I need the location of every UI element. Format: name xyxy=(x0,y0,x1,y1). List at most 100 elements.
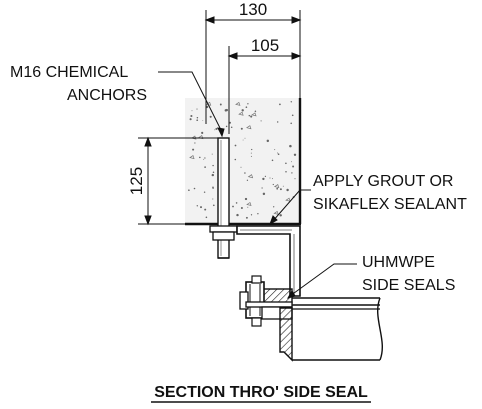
concrete-speck xyxy=(248,114,251,117)
concrete-speck xyxy=(232,205,234,208)
concrete-aggregate xyxy=(247,174,254,179)
concrete-speck xyxy=(219,103,222,106)
section-title: SECTION THRO' SIDE SEAL xyxy=(154,384,368,401)
concrete-speck xyxy=(279,103,281,106)
concrete-speck xyxy=(211,173,214,177)
concrete-aggregate xyxy=(238,111,244,116)
concrete-speck xyxy=(229,121,231,124)
concrete-speck xyxy=(191,110,193,112)
dimension-105-text: 105 xyxy=(251,36,279,55)
concrete-speck xyxy=(190,114,193,118)
concrete-speck xyxy=(212,186,214,189)
concrete-speck xyxy=(257,213,259,215)
concrete-speck xyxy=(289,144,292,148)
concrete-speck xyxy=(215,127,218,130)
leader-grout xyxy=(269,189,311,226)
concrete-speck xyxy=(212,198,214,200)
seals-label-line1: UHMWPE xyxy=(362,254,435,271)
concrete-speck xyxy=(244,137,246,139)
concrete-speck xyxy=(225,108,228,112)
concrete-speck xyxy=(214,129,216,131)
grout-label-line1: APPLY GROUT OR xyxy=(313,173,453,190)
concrete-speck xyxy=(282,185,284,187)
concrete-speck xyxy=(204,208,207,211)
concrete-speck xyxy=(196,119,199,122)
concrete-speck xyxy=(212,164,214,167)
concrete-speck xyxy=(202,120,204,121)
concrete-speck xyxy=(199,156,201,159)
concrete-speck xyxy=(261,187,263,189)
concrete-speck xyxy=(242,139,244,141)
concrete-speck xyxy=(230,126,233,129)
concrete-speck xyxy=(260,120,262,122)
concrete-speck xyxy=(200,206,202,209)
concrete-speck xyxy=(276,121,279,123)
concrete-speck xyxy=(286,188,289,192)
concrete-speck xyxy=(277,153,280,155)
concrete-aggregate xyxy=(189,155,195,160)
concrete-speck xyxy=(271,178,273,180)
concrete-speck xyxy=(279,188,282,191)
dimension-105 xyxy=(227,46,302,134)
concrete-speck xyxy=(245,106,248,109)
concrete-speck xyxy=(189,118,192,121)
anchor-bolt xyxy=(209,137,238,259)
concrete-speck xyxy=(240,206,243,210)
concrete-speck xyxy=(273,206,275,208)
concrete-speck xyxy=(264,175,267,178)
concrete-speck xyxy=(271,159,274,162)
concrete-speck xyxy=(290,122,292,125)
concrete-speck xyxy=(250,214,253,216)
concrete-speck xyxy=(212,171,215,173)
concrete-speck xyxy=(285,162,287,165)
concrete-block xyxy=(185,98,302,226)
dimension-125 xyxy=(138,136,218,226)
concrete-aggregate xyxy=(251,112,257,117)
concrete-speck xyxy=(250,152,252,154)
concrete-aggregate xyxy=(273,184,280,189)
concrete-speck xyxy=(204,166,206,168)
concrete-speck xyxy=(205,216,208,219)
dimension-125-text: 125 xyxy=(127,167,146,195)
concrete-speck xyxy=(293,153,297,156)
seals-label-line2: SIDE SEALS xyxy=(362,277,455,294)
concrete-speck xyxy=(240,166,242,168)
concrete-speck xyxy=(225,125,228,128)
concrete-speck xyxy=(196,205,199,207)
concrete-aggregate xyxy=(246,125,252,130)
concrete-aggregate xyxy=(273,210,279,215)
leader-seals xyxy=(286,263,357,299)
concrete-speck xyxy=(236,213,239,217)
grout-label-line2: SIKAFLEX SEALANT xyxy=(313,196,467,213)
concrete-speck xyxy=(212,204,215,207)
concrete-speck xyxy=(247,103,249,105)
anchors-label-line2: ANCHORS xyxy=(67,87,147,104)
concrete-speck xyxy=(188,189,190,192)
concrete-speck xyxy=(247,206,249,208)
concrete-speck xyxy=(291,114,294,117)
concrete-speck xyxy=(285,170,287,173)
concrete-speck xyxy=(193,187,196,190)
concrete-speck xyxy=(292,165,295,168)
concrete-speck xyxy=(272,183,274,186)
concrete-speck xyxy=(291,161,293,163)
concrete-speck xyxy=(196,116,199,119)
concrete-speck xyxy=(251,148,253,151)
concrete-speck xyxy=(204,157,206,159)
dimension-130-text: 130 xyxy=(239,0,267,19)
concrete-speck xyxy=(266,139,270,143)
concrete-speck xyxy=(250,115,253,118)
concrete-speck xyxy=(211,153,213,155)
concrete-speck xyxy=(234,144,237,147)
concrete-speck xyxy=(192,148,195,151)
concrete-speck xyxy=(203,158,205,160)
concrete-speck xyxy=(291,172,293,174)
concrete-speck xyxy=(244,172,246,174)
concrete-speck xyxy=(250,155,252,157)
concrete-speck xyxy=(194,142,196,144)
concrete-speck xyxy=(209,115,212,118)
concrete-speck xyxy=(245,216,248,219)
concrete-speck xyxy=(290,101,293,103)
concrete-speck xyxy=(235,202,238,204)
